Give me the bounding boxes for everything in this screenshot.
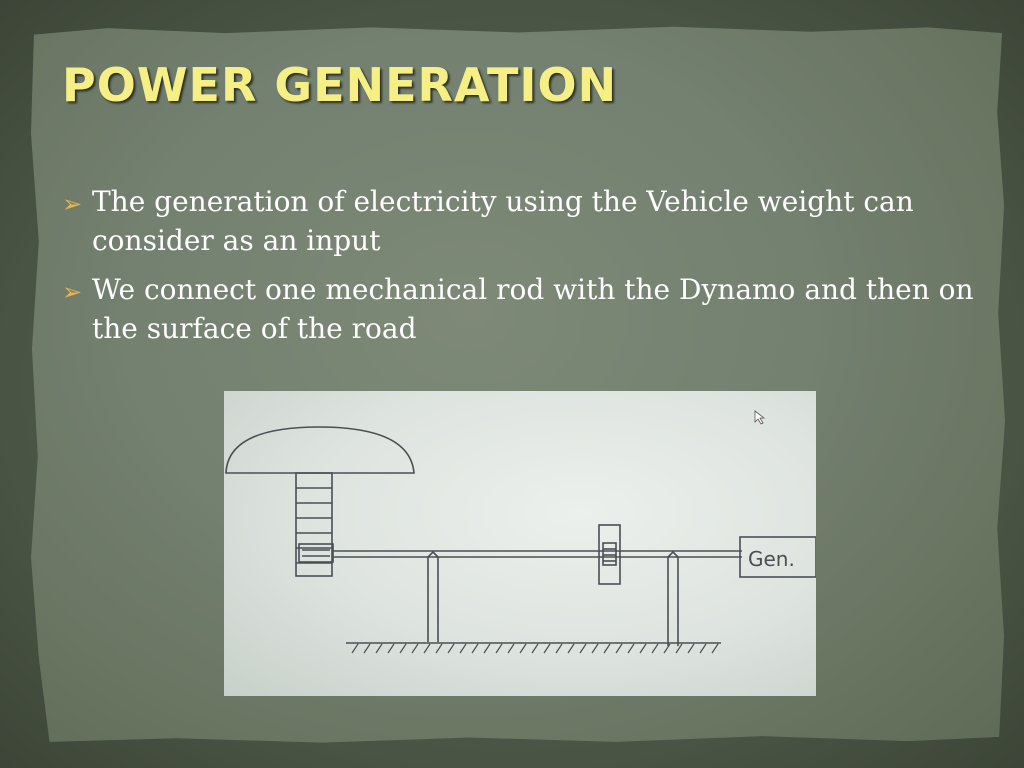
- generator-box: [739, 536, 816, 578]
- generator-label: Gen.: [748, 547, 795, 571]
- mechanism-drawing: Gen.: [225, 410, 816, 654]
- bullet-list: ➢ The generation of electricity using th…: [60, 182, 980, 358]
- bullet-item: ➢ We connect one mechanical rod with the…: [60, 270, 980, 348]
- slide-title: POWER GENERATION: [62, 58, 618, 112]
- ground-hatching: [351, 643, 719, 654]
- mechanism-diagram: Gen.: [224, 391, 816, 696]
- gear-block-left: [298, 543, 334, 563]
- rack-column: [295, 472, 333, 577]
- mouse-cursor-icon: [754, 410, 766, 425]
- arrow-bullet-icon: ➢: [62, 278, 83, 306]
- bullet-text: The generation of electricity using the …: [92, 185, 914, 257]
- gear-wheel-middle: [598, 524, 621, 585]
- bullet-text: We connect one mechanical rod with the D…: [92, 273, 974, 345]
- arrow-bullet-icon: ➢: [62, 190, 83, 218]
- speed-bump-dome: [225, 426, 415, 474]
- bullet-item: ➢ The generation of electricity using th…: [60, 182, 980, 260]
